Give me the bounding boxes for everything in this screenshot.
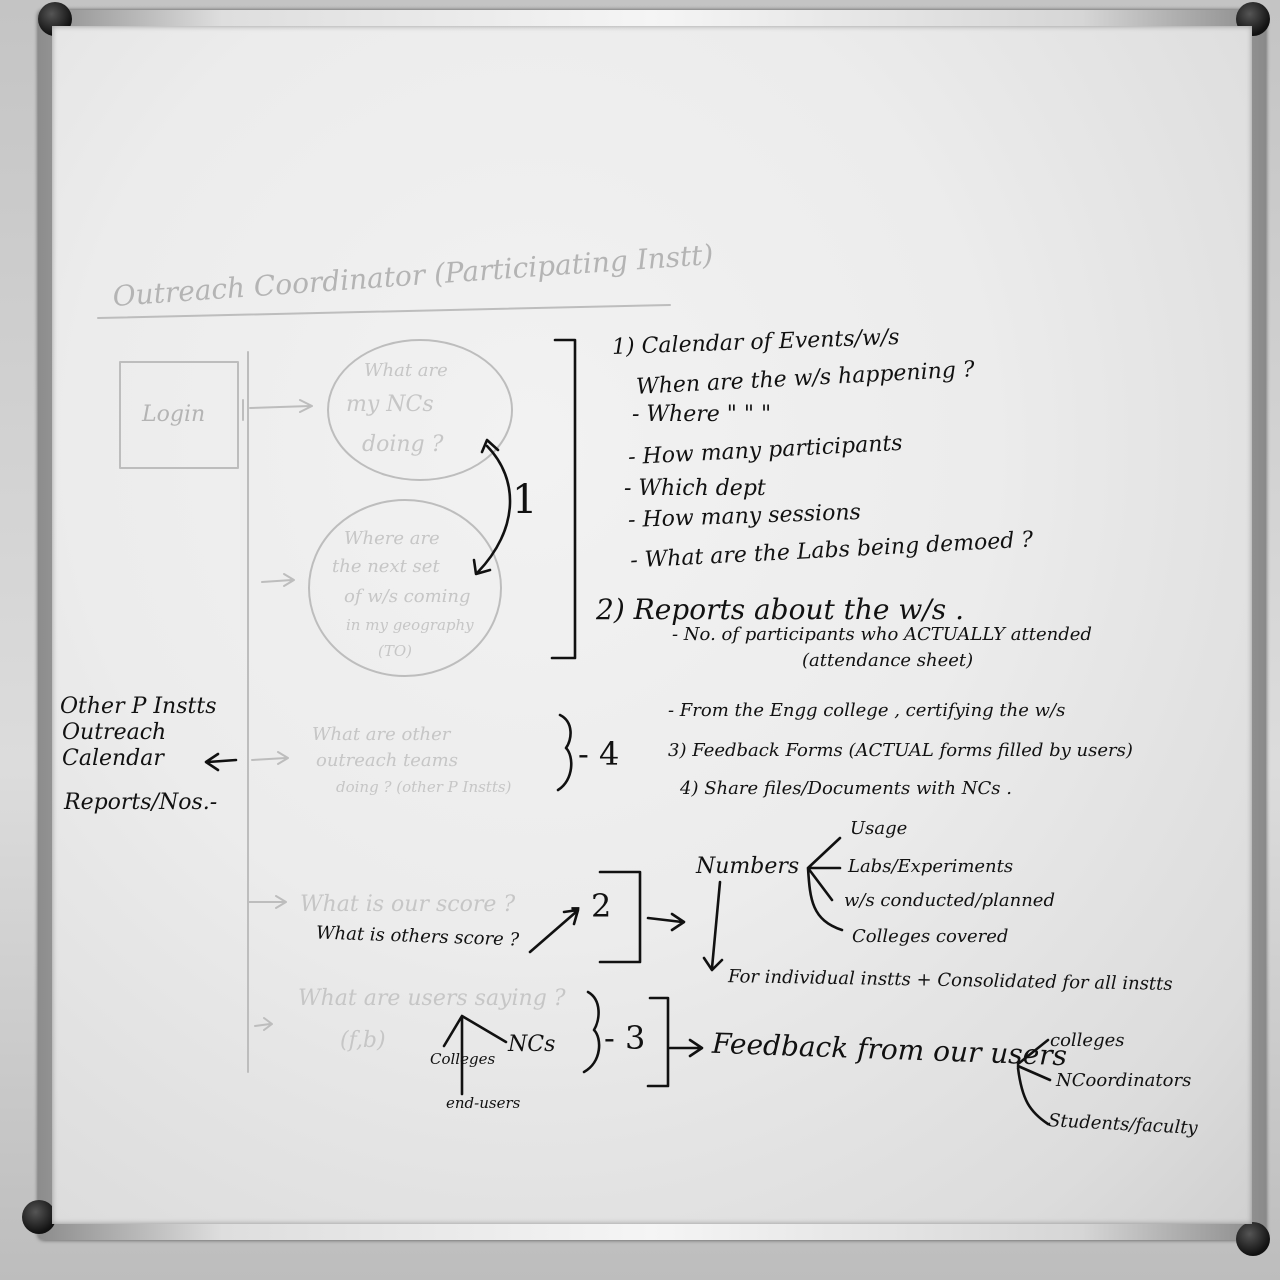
user-split-ncs: NCs <box>508 1032 556 1057</box>
feedback-branch-ncoordinators: NCoordinators <box>1056 1070 1192 1091</box>
bubble-next-set-line3: of w/s coming <box>344 586 471 607</box>
numbers-branch-labs: Labs/Experiments <box>848 856 1014 877</box>
section2-item-attendance-sheet: (attendance sheet) <box>802 650 974 671</box>
section1-item-where: - Where " " " <box>632 402 772 427</box>
bubble-next-set-line2: the next set <box>332 556 440 577</box>
numbers-branch-usage: Usage <box>850 818 908 839</box>
number-two: - 2 <box>570 887 612 925</box>
section3-feedback-forms: 3) Feedback Forms (ACTUAL forms filled b… <box>668 740 1133 761</box>
number-one: 1 <box>512 477 538 523</box>
users-question: What are users saying ? <box>298 986 566 1011</box>
left-note-reports: Reports/Nos.- <box>64 790 218 815</box>
section1-item-dept: - Which dept <box>624 476 766 501</box>
other-teams-line3: doing ? (other P Instts) <box>336 778 512 796</box>
frame-corner-bottom-left <box>22 1200 56 1234</box>
user-split-end-users: end-users <box>446 1094 521 1112</box>
score-question: What is our score ? <box>300 892 516 917</box>
bubble-next-set-line4: in my geography <box>346 616 474 634</box>
left-note-calendar: Calendar <box>62 746 164 771</box>
section2-item-certifying: - From the Engg college , certifying the… <box>668 700 1066 721</box>
user-split-colleges: Colleges <box>430 1050 496 1068</box>
bubble-ncs-line3: doing ? <box>362 432 444 457</box>
bubble-ncs-line2: my NCs <box>346 392 434 417</box>
number-four: - 4 <box>578 735 620 773</box>
section2-heading: 2) Reports about the w/s . <box>596 593 964 626</box>
number-three: - 3 <box>604 1019 646 1057</box>
numbers-branch-colleges: Colleges covered <box>852 926 1009 947</box>
other-teams-line2: outreach teams <box>316 750 458 771</box>
section4-share-files: 4) Share files/Documents with NCs . <box>680 778 1012 799</box>
other-teams-line1: What are other <box>312 724 451 745</box>
left-note-other-instts: Other P Instts <box>60 694 217 719</box>
bubble-ncs-line1: What are <box>364 360 448 381</box>
frame-corner-bottom-right <box>1236 1222 1270 1256</box>
login-label: Login <box>142 402 206 427</box>
numbers-label: Numbers <box>696 854 800 879</box>
bubble-next-set-line5: (TO) <box>378 642 413 660</box>
left-note-outreach: Outreach <box>62 720 167 745</box>
numbers-branch-ws: w/s conducted/planned <box>844 890 1055 911</box>
feedback-branch-colleges: colleges <box>1050 1030 1125 1051</box>
section2-item-attended: - No. of participants who ACTUALLY atten… <box>672 624 1092 645</box>
users-fb: (f,b) <box>340 1028 386 1053</box>
bubble-next-set-line1: Where are <box>344 528 440 549</box>
